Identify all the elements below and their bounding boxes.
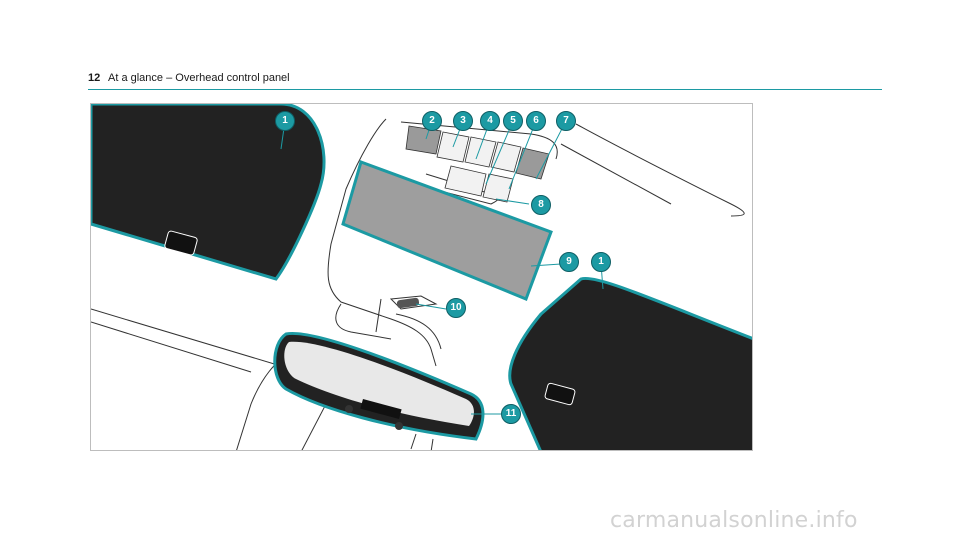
callout-label: 8 [538,199,544,210]
section-title: At a glance – Overhead control panel [108,72,290,84]
callout-11: 11 [501,404,521,424]
callout-label: 6 [533,115,539,126]
callout-label: 4 [487,115,493,126]
callout-label: 11 [505,408,517,419]
right-sun-visor [508,276,752,450]
callout-label: 2 [429,115,435,126]
callout-10: 10 [446,298,466,318]
page-number: 12 [88,72,101,84]
display-panel [341,160,553,301]
callout-label: 5 [510,115,516,126]
roller-blind-button [490,141,522,173]
button-cluster [405,125,550,203]
rearview-mirror [273,331,485,441]
callout-label: 1 [598,256,604,267]
callout-markers: 1 2 3 4 5 6 7 8 9 1 10 11 [91,104,752,450]
sunroof-button [464,136,497,168]
callout-9: 9 [559,252,579,272]
callout-7: 7 [556,111,576,131]
callout-label: 3 [460,115,466,126]
overhead-panel-illustration [91,104,752,450]
callout-2: 2 [422,111,442,131]
callout-6: 6 [526,111,546,131]
callout-1-left: 1 [275,111,295,131]
camera-module [396,297,420,309]
callout-label: 7 [563,115,569,126]
service-button [482,173,514,203]
callout-label: 10 [450,302,462,313]
callout-1-right: 1 [591,252,611,272]
callout-3: 3 [453,111,473,131]
overhead-panel-figure: 1 2 3 4 5 6 7 8 9 1 10 11 [90,103,753,451]
callout-label: 9 [566,256,572,267]
callout-8: 8 [531,195,551,215]
callout-5: 5 [503,111,523,131]
watermark: carmanualsonline.info [610,508,858,533]
callout-label: 1 [282,115,288,126]
sos-button [444,165,487,197]
callout-4: 4 [480,111,500,131]
page-header: 12 At a glance – Overhead control panel [88,72,882,90]
left-sun-visor [91,104,326,281]
